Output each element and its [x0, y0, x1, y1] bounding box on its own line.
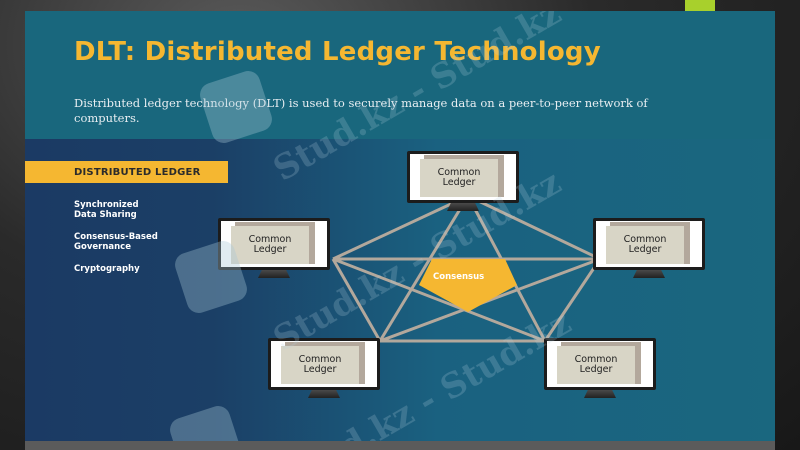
slide-footer-bar — [25, 441, 775, 450]
monitor-stand-icon — [308, 390, 340, 398]
ledger-label: Common Ledger — [420, 159, 498, 197]
section-label: DISTRIBUTED LEDGER — [25, 161, 228, 183]
ledger-node-right: Common Ledger — [593, 218, 705, 280]
monitor-stand-icon — [447, 203, 479, 211]
ledger-label: Common Ledger — [231, 226, 309, 264]
monitor-screen: Common Ledger — [218, 218, 330, 270]
network-diagram — [331, 194, 602, 343]
slide-header-band — [25, 11, 775, 139]
feature-list: Synchronized Data Sharing Consensus-Base… — [74, 200, 158, 286]
ledger-node-bottom-left: Common Ledger — [268, 338, 380, 400]
slide-panel: DLT: Distributed Ledger Technology Distr… — [25, 11, 775, 441]
ledger-node-top: Common Ledger — [407, 151, 519, 213]
monitor-screen: Common Ledger — [268, 338, 380, 390]
ledger-node-bottom-right: Common Ledger — [544, 338, 656, 400]
ledger-label: Common Ledger — [557, 346, 635, 384]
ledger-label: Common Ledger — [606, 226, 684, 264]
feature-item: Consensus-Based Governance — [74, 232, 158, 252]
accent-tab — [685, 0, 715, 11]
monitor-stand-icon — [633, 270, 665, 278]
consensus-label: Consensus — [433, 272, 485, 282]
monitor-screen: Common Ledger — [544, 338, 656, 390]
section-label-text: DISTRIBUTED LEDGER — [74, 166, 201, 178]
monitor-stand-icon — [258, 270, 290, 278]
feature-item: Cryptography — [74, 264, 140, 274]
slide-title: DLT: Distributed Ledger Technology — [74, 37, 601, 67]
ledger-label: Common Ledger — [281, 346, 359, 384]
consensus-pentagon — [419, 259, 517, 312]
ledger-node-left: Common Ledger — [218, 218, 330, 280]
feature-item: Synchronized Data Sharing — [74, 200, 139, 220]
monitor-screen: Common Ledger — [407, 151, 519, 203]
slide-description: Distributed ledger technology (DLT) is u… — [74, 96, 648, 125]
monitor-screen: Common Ledger — [593, 218, 705, 270]
monitor-stand-icon — [584, 390, 616, 398]
